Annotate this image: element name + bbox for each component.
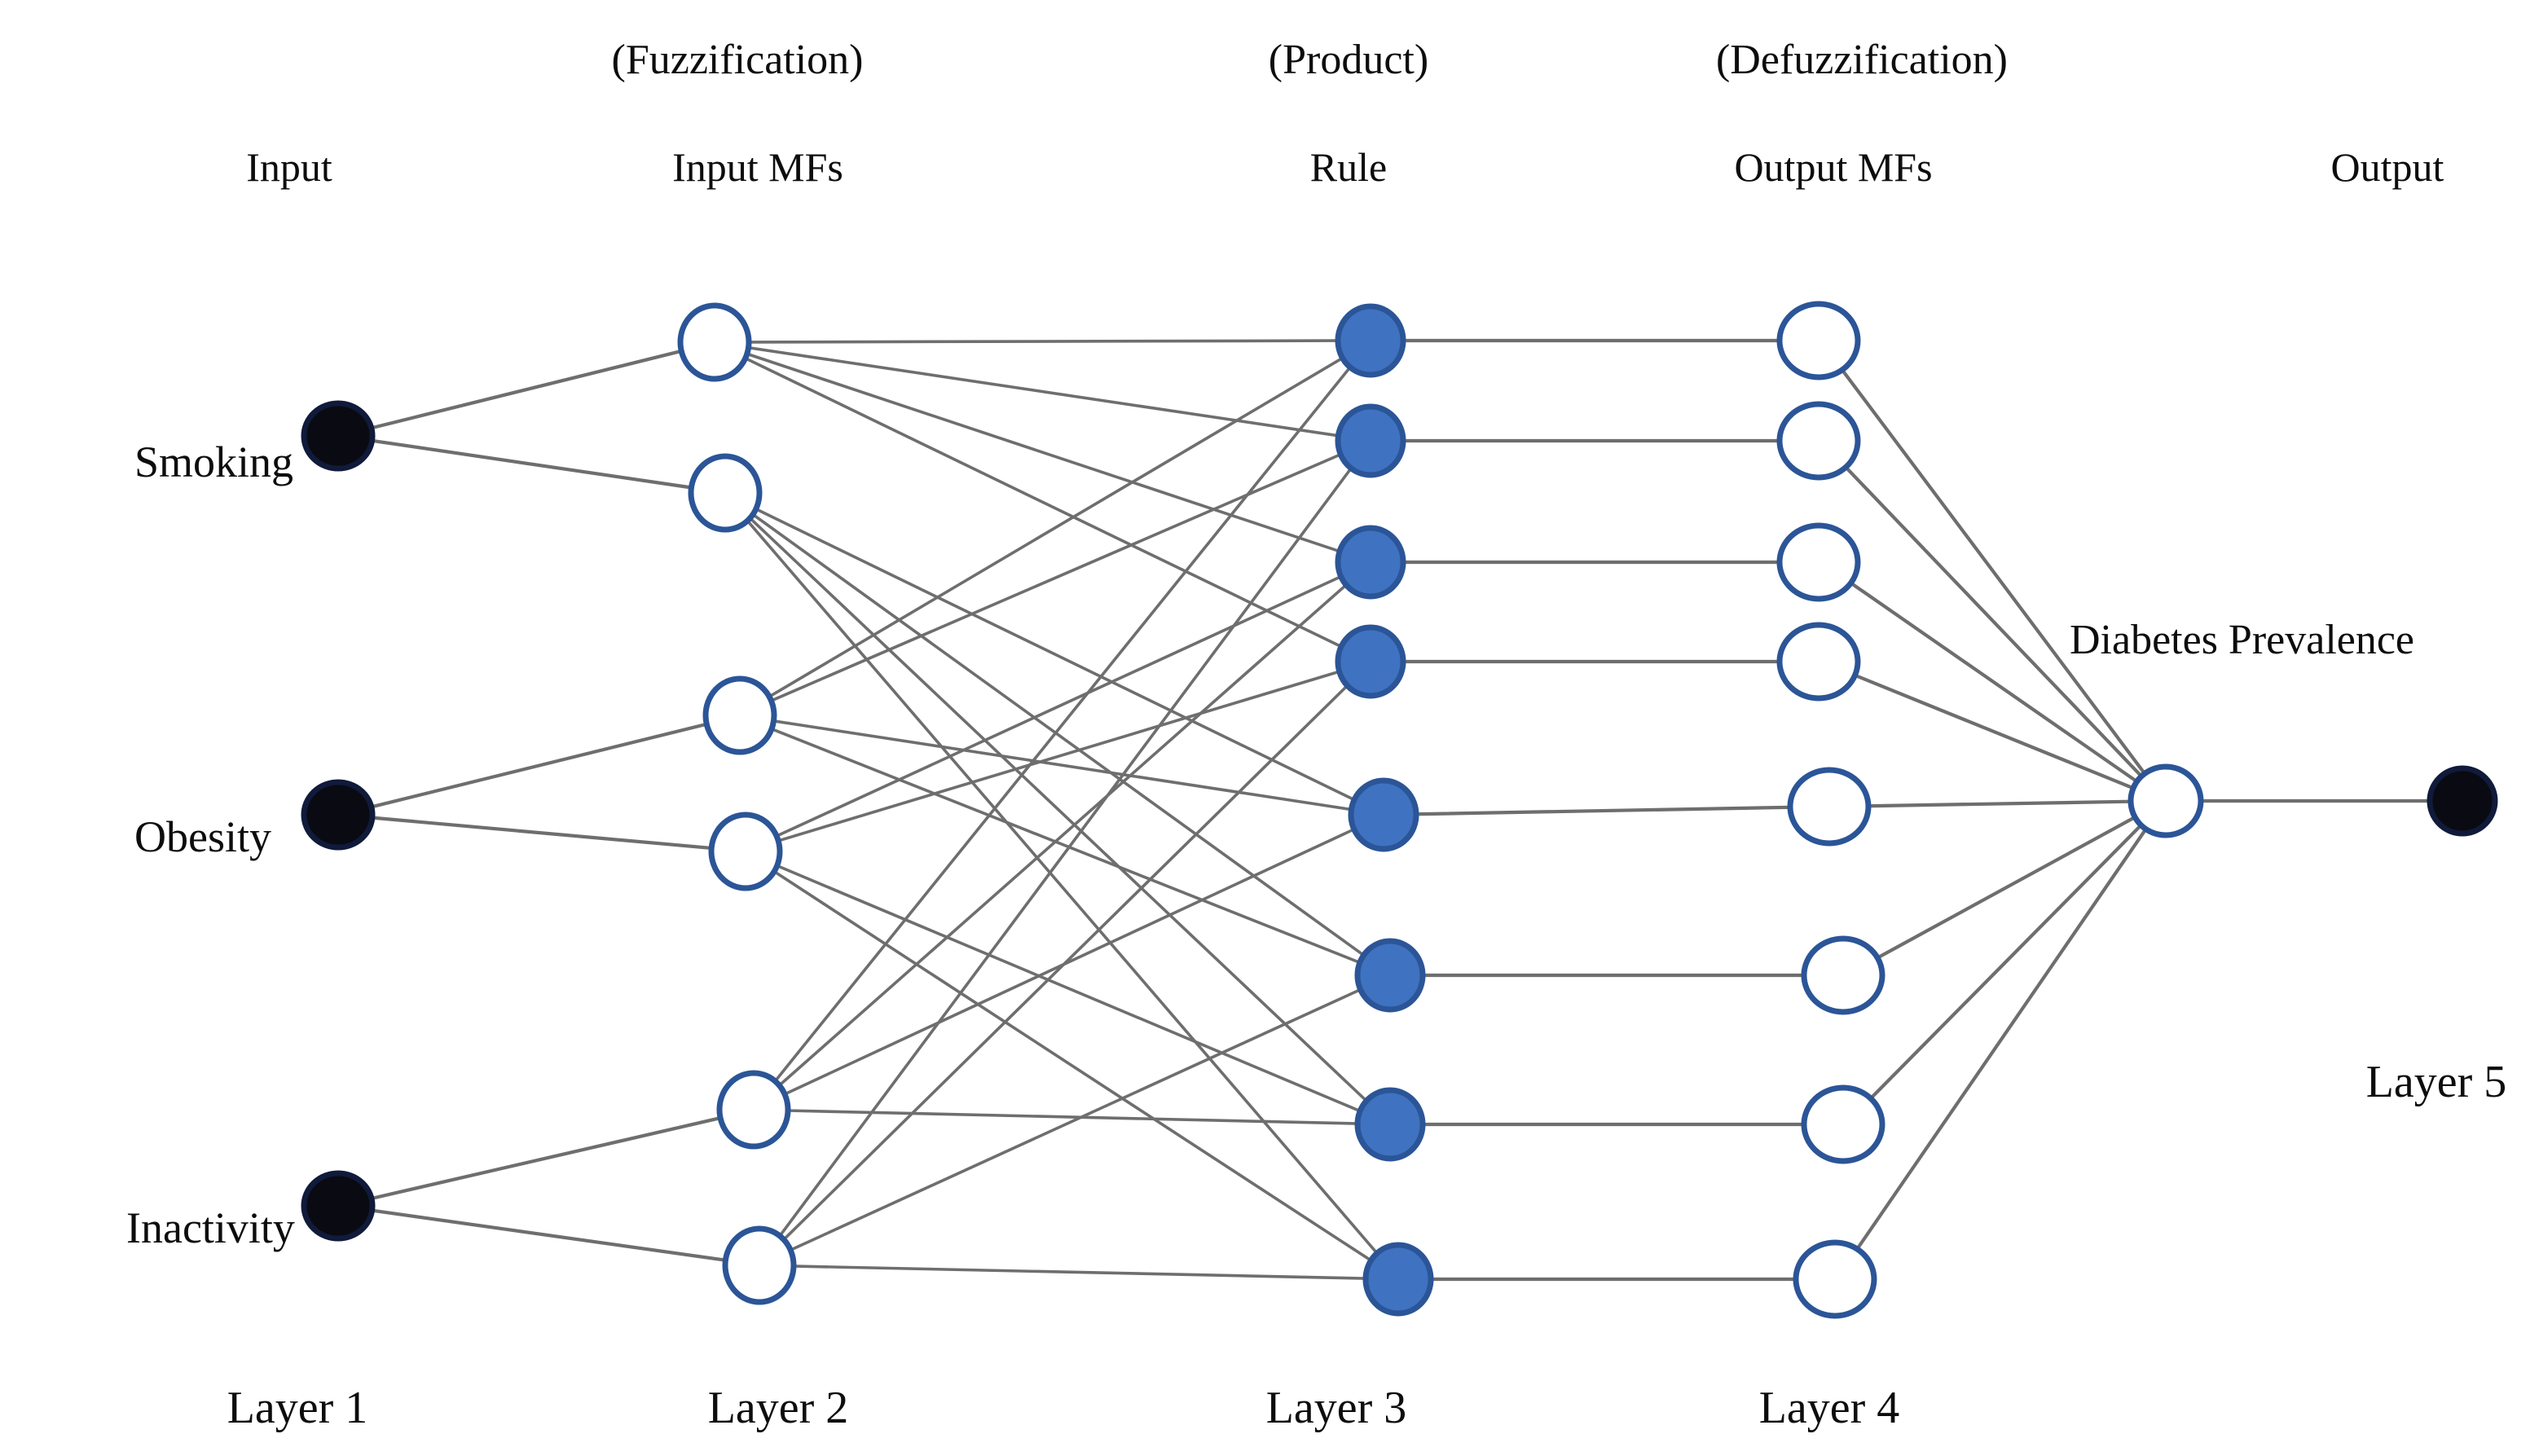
node-r2[interactable]	[1335, 403, 1406, 478]
edge-m3-r6	[769, 727, 1362, 965]
stage-label-0: (Fuzzification)	[611, 37, 864, 83]
edge-o1-s1	[1839, 367, 2147, 776]
edge-m1-r4	[742, 356, 1344, 649]
node-i3[interactable]	[301, 1170, 376, 1242]
edge-o3-s1	[1848, 580, 2140, 785]
edge-m4-r7	[774, 864, 1363, 1113]
input-label-2: Inactivity	[126, 1203, 295, 1252]
edge-m5-r5	[782, 827, 1357, 1097]
edge-m4-r8	[772, 869, 1374, 1263]
column-label-4: Output	[2330, 144, 2444, 190]
edge-m2-r6	[750, 512, 1366, 957]
edge-group	[368, 338, 2433, 1282]
input-label-1: Obesity	[134, 812, 271, 861]
node-group	[301, 301, 2498, 1319]
node-m4[interactable]	[708, 812, 783, 891]
stage-label-2: (Defuzzification)	[1715, 37, 2009, 83]
column-label-3: Output MFs	[1734, 144, 1933, 190]
edge-i2-m4	[369, 816, 715, 851]
node-r5[interactable]	[1348, 777, 1419, 852]
output-variable-label: Diabetes Prevalence	[2070, 617, 2415, 663]
node-i2[interactable]	[301, 779, 376, 851]
node-m3[interactable]	[702, 675, 777, 755]
node-m6[interactable]	[722, 1225, 797, 1305]
edge-m5-r3	[777, 583, 1349, 1088]
column-label-0: Input	[246, 144, 332, 190]
column-label-2: Rule	[1309, 144, 1388, 190]
edge-m5-r1	[772, 364, 1353, 1084]
node-o7[interactable]	[1801, 1084, 1885, 1164]
edge-m6-r8	[790, 1265, 1369, 1280]
edge-m6-r2	[777, 465, 1353, 1238]
node-m2[interactable]	[688, 453, 763, 533]
edge-m2-r5	[753, 507, 1357, 802]
edge-o8-s1	[1855, 826, 2149, 1252]
layer-label-3: Layer 3	[1265, 1383, 1407, 1433]
edge-m2-r8	[745, 518, 1379, 1256]
edge-r5-o5	[1413, 805, 1793, 816]
edge-m1-r3	[744, 352, 1343, 553]
node-s1[interactable]	[2127, 763, 2204, 838]
node-i1[interactable]	[301, 400, 376, 472]
edge-m6-r6	[788, 988, 1363, 1252]
node-o4[interactable]	[1776, 622, 1861, 702]
layer-label-4: Layer 4	[1758, 1383, 1900, 1433]
edge-o4-s1	[1852, 673, 2136, 790]
edge-m2-r7	[747, 516, 1369, 1103]
node-r1[interactable]	[1335, 303, 1406, 378]
edge-i2-m3	[368, 722, 710, 809]
edge-o6-s1	[1874, 815, 2138, 961]
node-r8[interactable]	[1362, 1242, 1434, 1317]
node-r3[interactable]	[1335, 525, 1406, 600]
node-r4[interactable]	[1335, 624, 1406, 699]
node-o5[interactable]	[1787, 767, 1872, 847]
edge-m6-r4	[781, 683, 1350, 1243]
input-label-0: Smoking	[134, 438, 294, 486]
edge-m1-r2	[746, 345, 1341, 438]
node-o3[interactable]	[1776, 522, 1861, 602]
edge-m3-r1	[767, 356, 1345, 699]
layer-label-1: Layer 1	[227, 1383, 368, 1433]
edge-i3-m5	[368, 1115, 724, 1201]
node-m5[interactable]	[716, 1070, 791, 1150]
node-o2[interactable]	[1776, 401, 1861, 481]
node-m1[interactable]	[677, 302, 752, 382]
edge-o2-s1	[1843, 464, 2145, 779]
column-label-1: Input MFs	[672, 144, 843, 190]
edge-o7-s1	[1868, 822, 2144, 1102]
node-r6[interactable]	[1354, 938, 1426, 1013]
edge-m1-r1	[746, 339, 1341, 344]
edge-m3-r5	[771, 719, 1354, 812]
layer-label-2: Layer 2	[707, 1383, 849, 1433]
node-o1[interactable]	[1776, 301, 1861, 380]
edge-m5-r7	[785, 1109, 1361, 1125]
node-r7[interactable]	[1354, 1087, 1426, 1162]
edge-m4-r4	[776, 670, 1342, 843]
edge-i3-m6	[369, 1208, 728, 1262]
node-o6[interactable]	[1801, 935, 1885, 1015]
edge-i1-m2	[369, 438, 694, 490]
edge-m4-r3	[774, 574, 1344, 838]
node-y1[interactable]	[2427, 765, 2498, 837]
stage-label-1: (Product)	[1268, 37, 1429, 83]
edge-o5-s1	[1865, 799, 2134, 808]
edge-i1-m1	[368, 349, 684, 430]
node-o8[interactable]	[1793, 1239, 1877, 1319]
layer-label-5: Layer 5	[2365, 1057, 2507, 1107]
